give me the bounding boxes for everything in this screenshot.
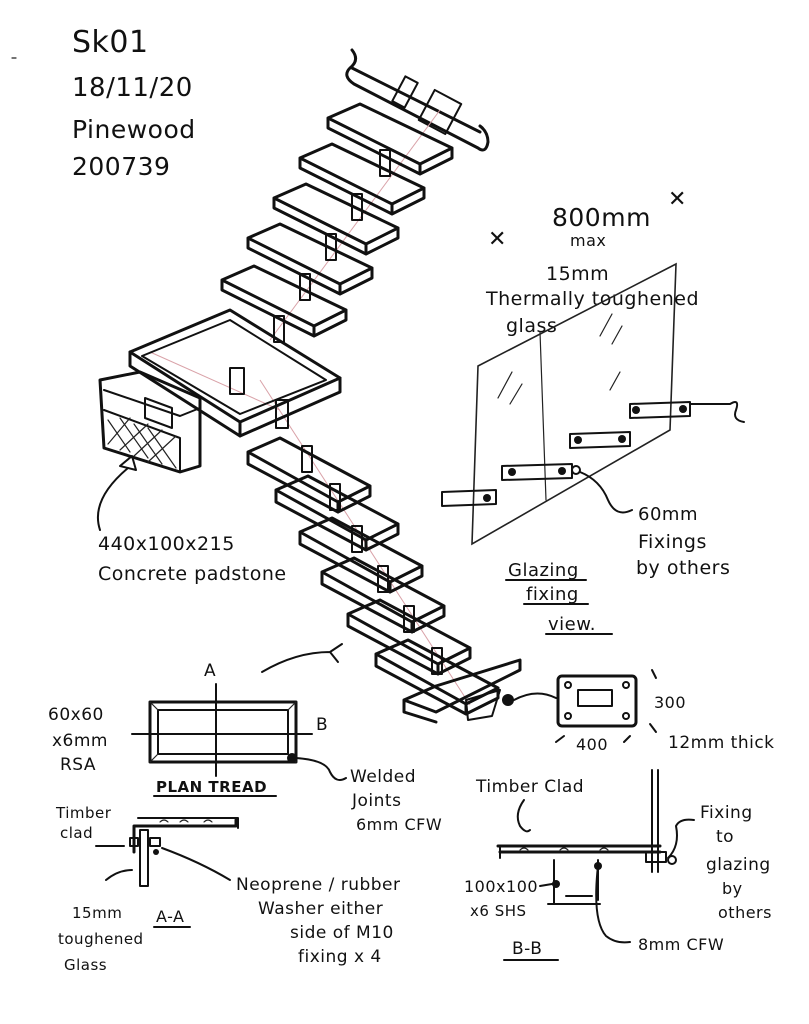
aa-washer-1: Neoprene / rubber [236,875,401,895]
fixings-by: by others [636,557,730,579]
glazing-view-title-3: view. [548,614,596,635]
tread-outline [148,700,298,764]
job-number: 200739 [72,152,170,181]
plate-leader [513,692,557,701]
aa-washer-leader [161,847,231,881]
base-plate-detail: 300 400 12mm thick [513,669,775,754]
plan-tread-detail: A B 60x60 x6mm RSA PLAN TREAD Welded Joi… [48,643,442,834]
base-plate [556,674,638,728]
aa-glass-1: 15mm [72,904,122,922]
fixings-leader [579,471,633,514]
section-aa-detail: Timber clad 15mm toughened Glass A-A Neo… [55,804,401,974]
tread [246,222,374,296]
svg-text:✕: ✕ [668,187,687,212]
weld-label-1: Welded [350,767,416,787]
padstone-label: Concrete padstone [98,563,287,585]
project-name: Pinewood [72,115,196,144]
glass-label: glass [506,315,557,337]
top-fixing-plate [345,48,490,152]
tread [220,264,348,338]
fixings-label: Fixings [638,531,707,553]
bb-weld: 8mm CFW [638,935,724,954]
padstone-leader [96,467,129,531]
upper-flight [220,102,454,343]
tread [272,182,400,256]
glass-type: Thermally toughened [485,288,699,310]
tread [298,142,426,216]
tread [274,474,400,552]
bb-fixing-5: others [718,903,772,922]
glazing-view-title-1: Glazing [508,560,579,581]
bb-fixing-2: to [716,827,734,847]
top-bracket [391,75,419,109]
aa-glass-leader [105,869,133,881]
section-b-mark: B [316,715,328,735]
sheet-number: Sk01 [72,25,149,60]
bb-shs-1: 100x100 [464,877,538,896]
plan-leader [261,643,343,673]
landing [128,308,342,438]
bb-fixing-leader [667,818,695,859]
stair-isometric [98,48,522,724]
rsa-label: RSA [60,755,96,775]
weld-leader [295,757,347,781]
fixing-bars [441,401,745,507]
tread [246,436,372,514]
bb-shs-2: x6 SHS [470,902,527,920]
plate-height: 300 [654,693,686,712]
aa-timber-2: clad [60,824,93,842]
padstone-block [98,370,202,474]
tread [320,556,446,634]
tread [346,598,472,676]
aa-washer-3: side of M10 [290,923,394,943]
glazing-view-title-2: fixing [526,584,579,605]
tread [402,658,522,724]
glazing-width-qualifier: max [570,231,606,250]
aa-glass [139,829,149,887]
tread [298,516,424,594]
aa-angle [132,818,238,854]
glass-thickness: 15mm [546,263,609,285]
fixings-size: 60mm [638,504,698,525]
plate-width: 400 [576,735,608,754]
bb-title: B-B [512,939,542,959]
bb-fixing-4: by [722,879,743,898]
glass-pane [471,262,677,546]
rsa-size: 60x60 [48,705,104,725]
bb-fixing-3: glazing [706,855,771,875]
aa-washer-2: Washer either [258,899,383,919]
aa-timber-1: Timber [55,804,112,822]
bb-weld-leader [595,865,631,944]
aa-washer-4: fixing x 4 [298,947,382,967]
padstone-callout: 440x100x215 Concrete padstone [96,467,287,585]
plate-thickness: 12mm thick [668,733,775,753]
sheet-date: 18/11/20 [72,73,193,103]
aa-glass-2: toughened [58,930,144,948]
tread [326,102,454,176]
aa-title: A-A [156,907,184,926]
title-block: Sk01 18/11/20 Pinewood 200739 [72,25,196,181]
weld-label-3: 6mm CFW [356,815,442,834]
padstone-size: 440x100x215 [98,533,235,555]
bb-timber: Timber Clad [475,777,584,797]
glazing-view: ✕ ✕ 800mm max 15mm Thermally toughened g… [441,187,745,635]
plan-tread-title: PLAN TREAD [156,778,267,796]
rsa-thickness: x6mm [52,731,108,751]
bb-timber-leader [516,799,531,833]
bb-fixing-1: Fixing [700,803,753,823]
lower-flight [246,436,522,724]
glazing-width: 800mm [552,203,651,232]
section-bb-detail: Timber Clad 100x100 x6 SHS B-B 8mm CFW F… [464,769,772,961]
svg-text:✕: ✕ [488,227,507,252]
section-a-mark: A [204,661,216,681]
weld-label-2: Joints [351,791,401,811]
aa-glass-3: Glass [64,956,107,974]
